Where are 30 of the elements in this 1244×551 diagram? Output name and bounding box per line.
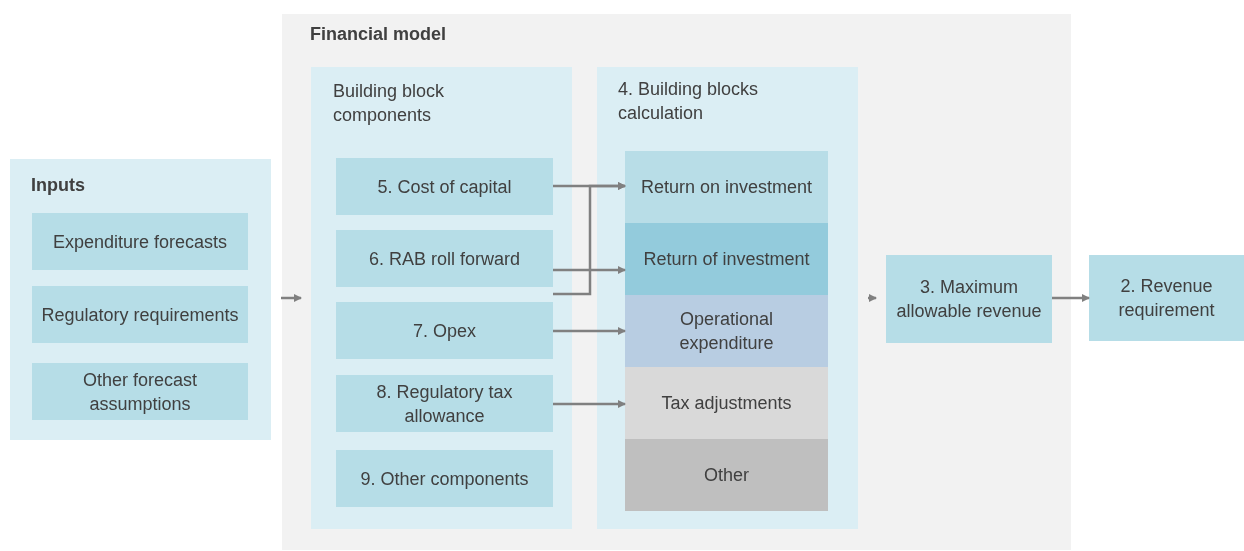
process-box: Other <box>625 439 828 511</box>
process-box: Return of investment <box>625 223 828 295</box>
process-box: 6. RAB roll forward <box>336 230 553 287</box>
arrow <box>553 327 626 335</box>
process-box: 2. Revenue requirement <box>1089 255 1244 341</box>
group-panel <box>311 67 572 529</box>
process-box: 8. Regulatory tax allowance <box>336 375 553 432</box>
arrow <box>868 294 877 302</box>
arrow <box>553 266 626 274</box>
group-panel <box>597 67 858 529</box>
panel-heading: Financial model <box>310 23 447 46</box>
process-box: Tax adjustments <box>625 367 828 439</box>
group-panel <box>10 159 271 440</box>
arrow <box>553 400 626 408</box>
panel-heading: Building block components <box>333 80 446 127</box>
process-box: 9. Other components <box>336 450 553 507</box>
process-box: Return on investment <box>625 151 828 223</box>
panel-heading: Inputs <box>31 174 85 197</box>
process-box: Operational expenditure <box>625 295 828 367</box>
process-box: Other forecast assumptions <box>32 363 248 420</box>
process-box: 3. Maximum allowable revenue <box>886 255 1052 343</box>
arrow <box>281 294 302 302</box>
process-box: Regulatory requirements <box>32 286 248 343</box>
process-box: Expenditure forecasts <box>32 213 248 270</box>
process-box: 5. Cost of capital <box>336 158 553 215</box>
group-panel <box>282 14 1071 550</box>
arrow <box>1052 294 1090 302</box>
arrow <box>553 182 626 296</box>
process-box: 7. Opex <box>336 302 553 359</box>
panel-heading: 4. Building blocks calculation <box>618 78 760 125</box>
